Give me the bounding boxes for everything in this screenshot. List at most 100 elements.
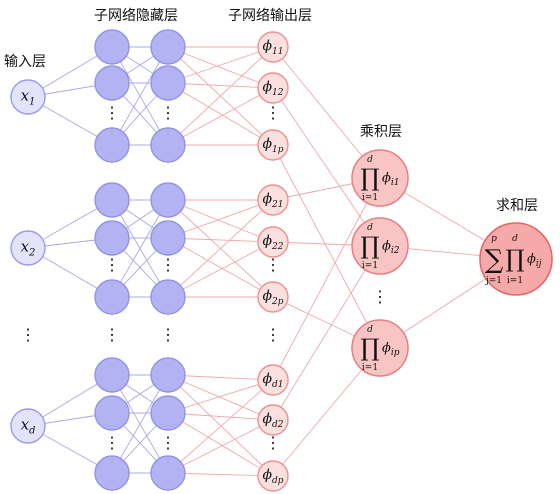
- group-vdots-h1: ⋮: [104, 325, 120, 344]
- input-label-1-text: x1: [21, 86, 36, 107]
- product-op: ∏: [360, 164, 379, 192]
- input-node-2: [10, 230, 46, 266]
- sum-lower: j=1: [485, 276, 502, 286]
- hidden2-vdots: ⋮: [160, 433, 176, 452]
- product-lower: i=1: [362, 363, 378, 373]
- product-term-base: ϕ: [382, 239, 391, 254]
- output-label: ϕ22: [263, 233, 284, 252]
- output-label-text: ϕdp: [262, 467, 283, 486]
- hidden2-node: [150, 182, 186, 218]
- input-label-2-base: x: [21, 237, 30, 255]
- sum-prod-op: ∏: [505, 245, 524, 273]
- edge-hidden1-hidden2: [111, 46, 169, 146]
- edge-hidden2-output: [167, 419, 274, 474]
- output-label-base: ϕ: [262, 371, 272, 387]
- product-op: ∏: [360, 334, 379, 362]
- labels-layer: 输入层 子网络隐藏层 子网络输出层 乘积层 求和层 x1x2xdϕ11ϕ12ϕ1…: [4, 8, 542, 486]
- sum-term-sub: ij: [536, 259, 542, 269]
- product-term-sub: i1: [391, 178, 400, 188]
- input-label-2: x2: [21, 237, 36, 258]
- output-label-base: ϕ: [262, 288, 272, 304]
- output-label-text: ϕ11: [263, 38, 284, 57]
- output-label-sub: 2p: [271, 297, 284, 307]
- output-node: [257, 281, 289, 313]
- input-node-3: [10, 408, 46, 444]
- product-term-base: ϕ: [382, 341, 391, 356]
- hidden1-vdots: ⋮: [104, 433, 120, 452]
- output-label-base: ϕ: [263, 191, 273, 207]
- product-term-base: ϕ: [382, 171, 391, 186]
- output-node: [257, 364, 289, 396]
- hidden1-node: [94, 127, 130, 163]
- output-label-text: ϕ1p: [262, 136, 283, 155]
- output-label: ϕ12: [263, 79, 284, 98]
- input-label-1-base: x: [21, 86, 30, 104]
- product-lower: i=1: [362, 193, 378, 203]
- title-product-layer: 乘积层: [360, 124, 402, 140]
- output-label-text: ϕ22: [263, 233, 284, 252]
- hidden2-node: [150, 65, 186, 101]
- edge-hidden1-hidden2: [111, 374, 169, 474]
- product-term-sub: i2: [391, 246, 400, 256]
- output-label-sub: d1: [272, 380, 284, 390]
- edge-hidden2-output: [167, 46, 274, 146]
- output-label-base: ϕ: [262, 136, 272, 152]
- output-node: [257, 31, 289, 63]
- group-vdots-h2: ⋮: [160, 325, 176, 344]
- sum-op: ∑: [485, 245, 504, 275]
- edge-hidden2-output: [167, 379, 274, 474]
- edge-hidden2-output: [167, 199, 274, 239]
- output-label-text: ϕ12: [263, 79, 284, 98]
- product-term: ϕi2: [382, 239, 400, 256]
- sum-node: [479, 222, 553, 296]
- hidden2-vdots: ⋮: [160, 255, 176, 274]
- edge-hidden2-output: [167, 412, 274, 477]
- sum-term: ϕij: [527, 252, 542, 269]
- output-label-sub: 21: [271, 200, 283, 210]
- edge-hidden1-hidden2: [111, 199, 169, 298]
- title-sum-layer: 求和层: [496, 198, 538, 214]
- output-node: [257, 226, 289, 258]
- hidden2-node: [150, 29, 186, 65]
- sum-prod-lower: i=1: [507, 276, 523, 286]
- edge-output-product: [272, 87, 381, 247]
- input-label-3-text: xd: [21, 415, 36, 436]
- product-op: ∏: [360, 232, 379, 260]
- edge-hidden2-output: [167, 374, 274, 477]
- edge-hidden2-output: [167, 374, 274, 421]
- output-label-sub: 12: [272, 88, 284, 98]
- hidden1-vdots: ⋮: [104, 103, 120, 122]
- output-node: [257, 184, 289, 216]
- edge-hidden2-output: [167, 46, 274, 89]
- product-node-3: [351, 319, 409, 377]
- product-label-1: ∏d i=1 ϕi1: [360, 155, 399, 203]
- product-upper: d: [367, 155, 373, 165]
- product-lower: i=1: [362, 261, 378, 271]
- edge-output-product: [272, 245, 381, 421]
- hidden2-node: [150, 127, 186, 163]
- output-node: [257, 72, 289, 104]
- hidden2-node: [150, 357, 186, 393]
- edge-output-product: [272, 177, 381, 381]
- output-label: ϕd2: [262, 411, 283, 430]
- output-node: [257, 129, 289, 161]
- edge-hidden2-output: [167, 46, 274, 84]
- hidden1-node: [94, 65, 130, 101]
- hidden1-vdots: ⋮: [104, 255, 120, 274]
- input-label-2-sub: 2: [28, 247, 35, 258]
- edge-hidden2-output: [167, 82, 274, 146]
- hidden2-node: [150, 279, 186, 315]
- product-term: ϕi1: [382, 171, 399, 188]
- sum-prod-upper: d: [512, 234, 518, 244]
- product-term: ϕip: [382, 341, 400, 358]
- hidden1-node: [94, 395, 130, 431]
- output-label-base: ϕ: [263, 233, 273, 249]
- output-label: ϕdp: [262, 467, 283, 486]
- output-label-sub: d2: [272, 420, 284, 430]
- output-vdots: ⋮: [265, 433, 281, 452]
- output-label: ϕ11: [263, 38, 284, 57]
- input-vdots: ⋮: [20, 325, 36, 344]
- output-label-sub: 22: [271, 242, 284, 252]
